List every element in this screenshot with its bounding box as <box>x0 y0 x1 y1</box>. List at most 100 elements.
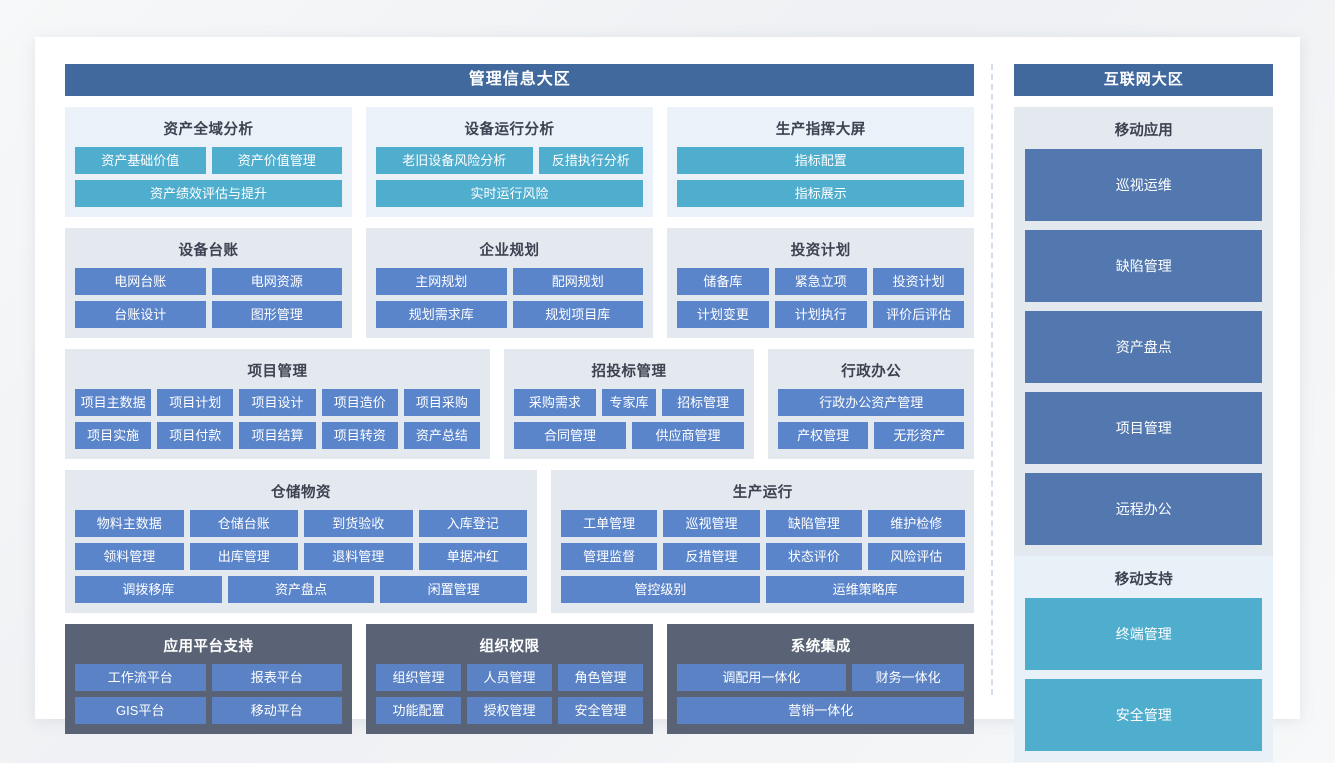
module-button[interactable]: 状态评价 <box>765 543 863 570</box>
module-button[interactable]: 项目结算 <box>239 422 316 449</box>
module-button[interactable]: 移动平台 <box>211 697 342 724</box>
module-button[interactable]: 资产价值管理 <box>211 147 342 174</box>
group-asset-global-analysis: 资产全域分析 资产基础价值 资产价值管理 资产绩效评估与提升 <box>65 107 352 217</box>
group-title: 系统集成 <box>790 639 851 655</box>
group-title: 项目管理 <box>247 364 308 380</box>
module-button[interactable]: 行政办公资产管理 <box>778 389 965 416</box>
module-button[interactable]: 指标配置 <box>677 147 965 174</box>
module-button[interactable]: GIS平台 <box>75 697 206 724</box>
module-button[interactable]: 配网规划 <box>512 268 643 295</box>
module-button[interactable]: 反措执行分析 <box>538 147 643 174</box>
module-button[interactable]: 合同管理 <box>514 422 626 449</box>
module-button[interactable]: 安全管理 <box>1025 679 1262 751</box>
module-button[interactable]: 实时运行风险 <box>376 180 643 207</box>
button-row: 项目主数据 项目计划 项目设计 项目造价 项目采购 <box>75 389 481 416</box>
module-button[interactable]: 营销一体化 <box>677 697 965 724</box>
button-row: 工单管理 巡视管理 缺陷管理 维护检修 <box>561 510 965 537</box>
module-button[interactable]: 入库登记 <box>418 510 527 537</box>
module-button[interactable]: 产权管理 <box>778 422 869 449</box>
button-row: 主网规划 配网规划 <box>376 268 643 295</box>
module-button[interactable]: 资产盘点 <box>227 576 375 603</box>
module-button[interactable]: 安全管理 <box>558 697 643 724</box>
button-row: 调配用一体化 财务一体化 <box>677 664 965 691</box>
module-button[interactable]: 台账设计 <box>75 301 206 328</box>
button-row: 产权管理 无形资产 <box>778 422 965 449</box>
module-button[interactable]: 投资计划 <box>872 268 965 295</box>
module-button[interactable]: 主网规划 <box>376 268 507 295</box>
module-button[interactable]: 出库管理 <box>189 543 298 570</box>
module-button[interactable]: 项目实施 <box>75 422 152 449</box>
module-button[interactable]: 维护检修 <box>868 510 965 537</box>
module-button[interactable]: 采购需求 <box>514 389 596 416</box>
module-button[interactable]: 报表平台 <box>211 664 342 691</box>
group-title: 组织权限 <box>479 639 540 655</box>
module-button[interactable]: 角色管理 <box>558 664 643 691</box>
module-button[interactable]: 项目造价 <box>321 389 398 416</box>
module-button[interactable]: 资产绩效评估与提升 <box>75 180 342 207</box>
module-button[interactable]: 缺陷管理 <box>765 510 863 537</box>
button-row: 合同管理 供应商管理 <box>514 422 744 449</box>
module-button[interactable]: 授权管理 <box>467 697 552 724</box>
module-button[interactable]: 招标管理 <box>662 389 744 416</box>
module-button[interactable]: 调拨移库 <box>75 576 222 603</box>
group-production-operation: 生产运行 工单管理 巡视管理 缺陷管理 维护检修 管理监督 反措管理 状态评价 <box>551 470 975 613</box>
module-button[interactable]: 管理监督 <box>561 543 658 570</box>
module-button[interactable]: 电网资源 <box>211 268 342 295</box>
module-button[interactable]: 退料管理 <box>304 543 413 570</box>
module-button[interactable]: 规划项目库 <box>512 301 643 328</box>
module-button[interactable]: 紧急立项 <box>774 268 867 295</box>
button-row: 指标配置 <box>677 147 965 174</box>
module-button[interactable]: 工单管理 <box>561 510 658 537</box>
module-button[interactable]: 评价后评估 <box>872 301 965 328</box>
module-button[interactable]: 计划变更 <box>677 301 769 328</box>
module-button[interactable]: 图形管理 <box>211 301 342 328</box>
module-button[interactable]: 电网台账 <box>75 268 206 295</box>
module-button[interactable]: 巡视管理 <box>663 510 760 537</box>
module-button[interactable]: 缺陷管理 <box>1025 230 1262 302</box>
module-button[interactable]: 仓储台账 <box>189 510 298 537</box>
module-button[interactable]: 项目转资 <box>321 422 398 449</box>
module-button[interactable]: 调配用一体化 <box>677 664 846 691</box>
module-button[interactable]: 巡视运维 <box>1025 149 1262 221</box>
module-button[interactable]: 人员管理 <box>467 664 552 691</box>
module-button[interactable]: 远程办公 <box>1025 473 1262 545</box>
button-row: 计划变更 计划执行 评价后评估 <box>677 301 965 328</box>
module-button[interactable]: 专家库 <box>601 389 657 416</box>
module-button[interactable]: 无形资产 <box>874 422 965 449</box>
group-title: 生产指挥大屏 <box>775 122 866 138</box>
module-button[interactable]: 资产总结 <box>403 422 481 449</box>
module-button[interactable]: 风险评估 <box>868 543 965 570</box>
module-button[interactable]: 功能配置 <box>376 697 461 724</box>
module-button[interactable]: 运维策略库 <box>765 576 965 603</box>
module-button[interactable]: 单据冲红 <box>418 543 527 570</box>
band-analysis: 资产全域分析 资产基础价值 资产价值管理 资产绩效评估与提升 设备运行分析 <box>65 107 975 217</box>
group-bidding-management: 招投标管理 采购需求 专家库 招标管理 合同管理 供应商管理 <box>504 349 754 459</box>
button-row: 物料主数据 仓储台账 到货验收 入库登记 <box>75 510 527 537</box>
module-button[interactable]: 领料管理 <box>75 543 184 570</box>
module-button[interactable]: 组织管理 <box>376 664 461 691</box>
module-button[interactable]: 项目付款 <box>157 422 234 449</box>
module-button[interactable]: 项目设计 <box>239 389 316 416</box>
module-button[interactable]: 到货验收 <box>304 510 413 537</box>
module-button[interactable]: 管控级别 <box>561 576 760 603</box>
module-button[interactable]: 规划需求库 <box>376 301 507 328</box>
module-button[interactable]: 终端管理 <box>1025 598 1262 670</box>
module-button[interactable]: 储备库 <box>677 268 769 295</box>
module-button[interactable]: 资产盘点 <box>1025 311 1262 383</box>
module-button[interactable]: 资产基础价值 <box>75 147 206 174</box>
module-button[interactable]: 财务一体化 <box>851 664 965 691</box>
module-button[interactable]: 指标展示 <box>677 180 965 207</box>
module-button[interactable]: 计划执行 <box>774 301 867 328</box>
group-mobile-support: 移动支持 终端管理 安全管理 <box>1014 556 1273 762</box>
module-button[interactable]: 反措管理 <box>663 543 760 570</box>
module-button[interactable]: 项目主数据 <box>75 389 152 416</box>
module-button[interactable]: 项目计划 <box>157 389 234 416</box>
module-button[interactable]: 供应商管理 <box>632 422 744 449</box>
module-button[interactable]: 物料主数据 <box>75 510 184 537</box>
button-row: 项目实施 项目付款 项目结算 项目转资 资产总结 <box>75 422 481 449</box>
module-button[interactable]: 项目管理 <box>1025 392 1262 464</box>
module-button[interactable]: 工作流平台 <box>75 664 206 691</box>
module-button[interactable]: 项目采购 <box>403 389 481 416</box>
module-button[interactable]: 闲置管理 <box>380 576 528 603</box>
module-button[interactable]: 老旧设备风险分析 <box>376 147 533 174</box>
